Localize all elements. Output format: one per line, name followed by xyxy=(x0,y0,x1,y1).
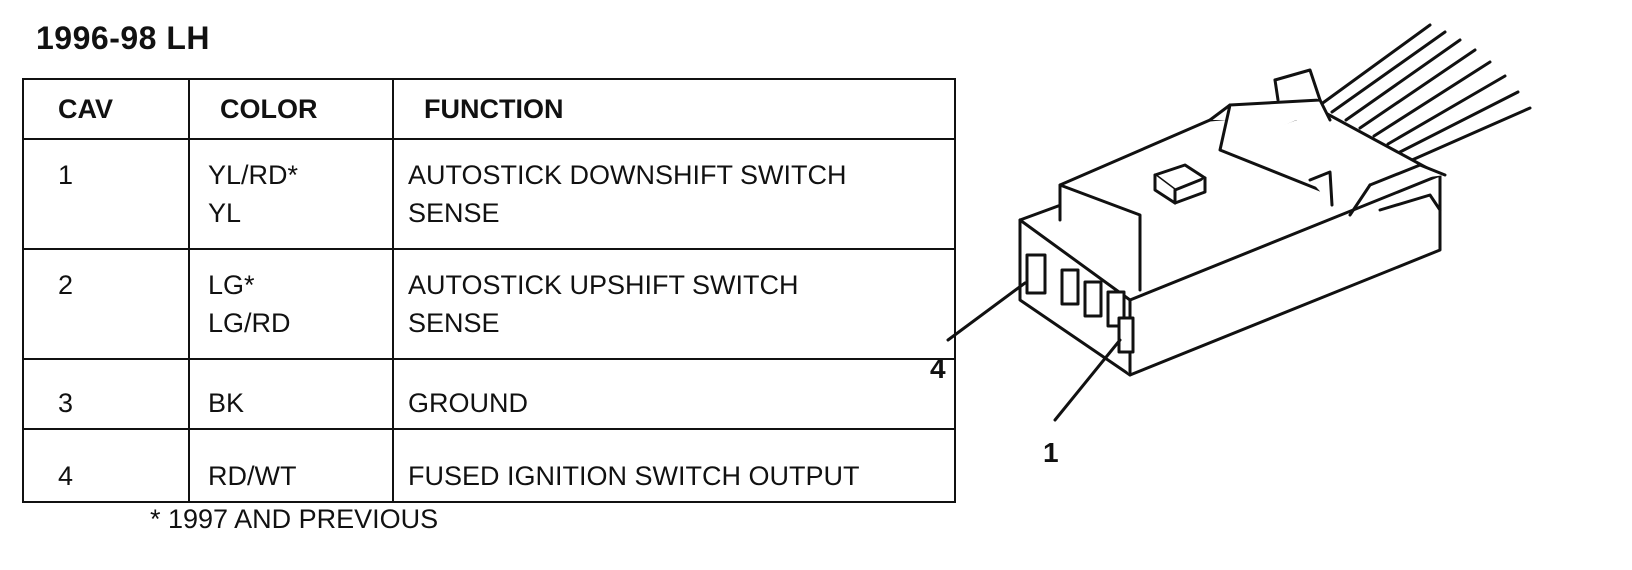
connector-title: 1996-98 LH xyxy=(36,20,210,56)
color-secondary: YL xyxy=(208,198,242,228)
callout-label-4: 4 xyxy=(930,353,946,384)
table-header-row: CAV COLOR FUNCTION xyxy=(22,78,956,140)
table-row: 4 RD/WT FUSED IGNITION SWITCH OUTPUT xyxy=(22,428,956,503)
function-cell: AUTOSTICK UPSHIFT SWITCH SENSE xyxy=(392,248,956,360)
function-cell: AUTOSTICK DOWNSHIFT SWITCH SENSE xyxy=(392,138,956,250)
function-line-1: AUTOSTICK UPSHIFT SWITCH xyxy=(408,270,799,300)
footnote-text: * 1997 AND PREVIOUS xyxy=(150,504,439,534)
table-row: 3 BK GROUND xyxy=(22,358,956,430)
table-row: 2 LG* LG/RD AUTOSTICK UPSHIFT SWITCH SEN… xyxy=(22,248,956,360)
color-cell: YL/RD* YL xyxy=(188,138,394,250)
color-cell: RD/WT xyxy=(188,428,394,503)
header-color: COLOR xyxy=(188,78,394,140)
connector-illustration: 4 1 xyxy=(930,23,1532,468)
function-cell: FUSED IGNITION SWITCH OUTPUT xyxy=(392,428,956,503)
color-secondary: LG/RD xyxy=(208,308,291,338)
function-cell: GROUND xyxy=(392,358,956,430)
cav-cell: 3 xyxy=(22,358,190,430)
cavity-1 xyxy=(1117,316,1135,354)
pinout-table: CAV COLOR FUNCTION 1 YL/RD* YL AUTOSTICK… xyxy=(22,78,956,503)
wire-bundle xyxy=(1318,23,1532,162)
cav-cell: 2 xyxy=(22,248,190,360)
leader-line-1 xyxy=(1053,338,1122,422)
function-line-2: SENSE xyxy=(408,198,500,228)
color-cell: LG* LG/RD xyxy=(188,248,394,360)
cav-cell: 1 xyxy=(22,138,190,250)
leader-line-4 xyxy=(946,281,1027,342)
color-cell: BK xyxy=(188,358,394,430)
color-primary: LG* xyxy=(208,270,255,300)
callout-label-1: 1 xyxy=(1043,437,1059,468)
function-line-1: AUTOSTICK DOWNSHIFT SWITCH xyxy=(408,160,847,190)
header-cav: CAV xyxy=(22,78,190,140)
pin-cavities xyxy=(1025,253,1135,354)
connector-body xyxy=(1018,68,1447,377)
function-line-2: SENSE xyxy=(408,308,500,338)
table-row: 1 YL/RD* YL AUTOSTICK DOWNSHIFT SWITCH S… xyxy=(22,138,956,250)
cavity-4 xyxy=(1025,253,1047,295)
color-primary: YL/RD* xyxy=(208,160,299,190)
header-function: FUNCTION xyxy=(392,78,956,140)
cav-cell: 4 xyxy=(22,428,190,503)
